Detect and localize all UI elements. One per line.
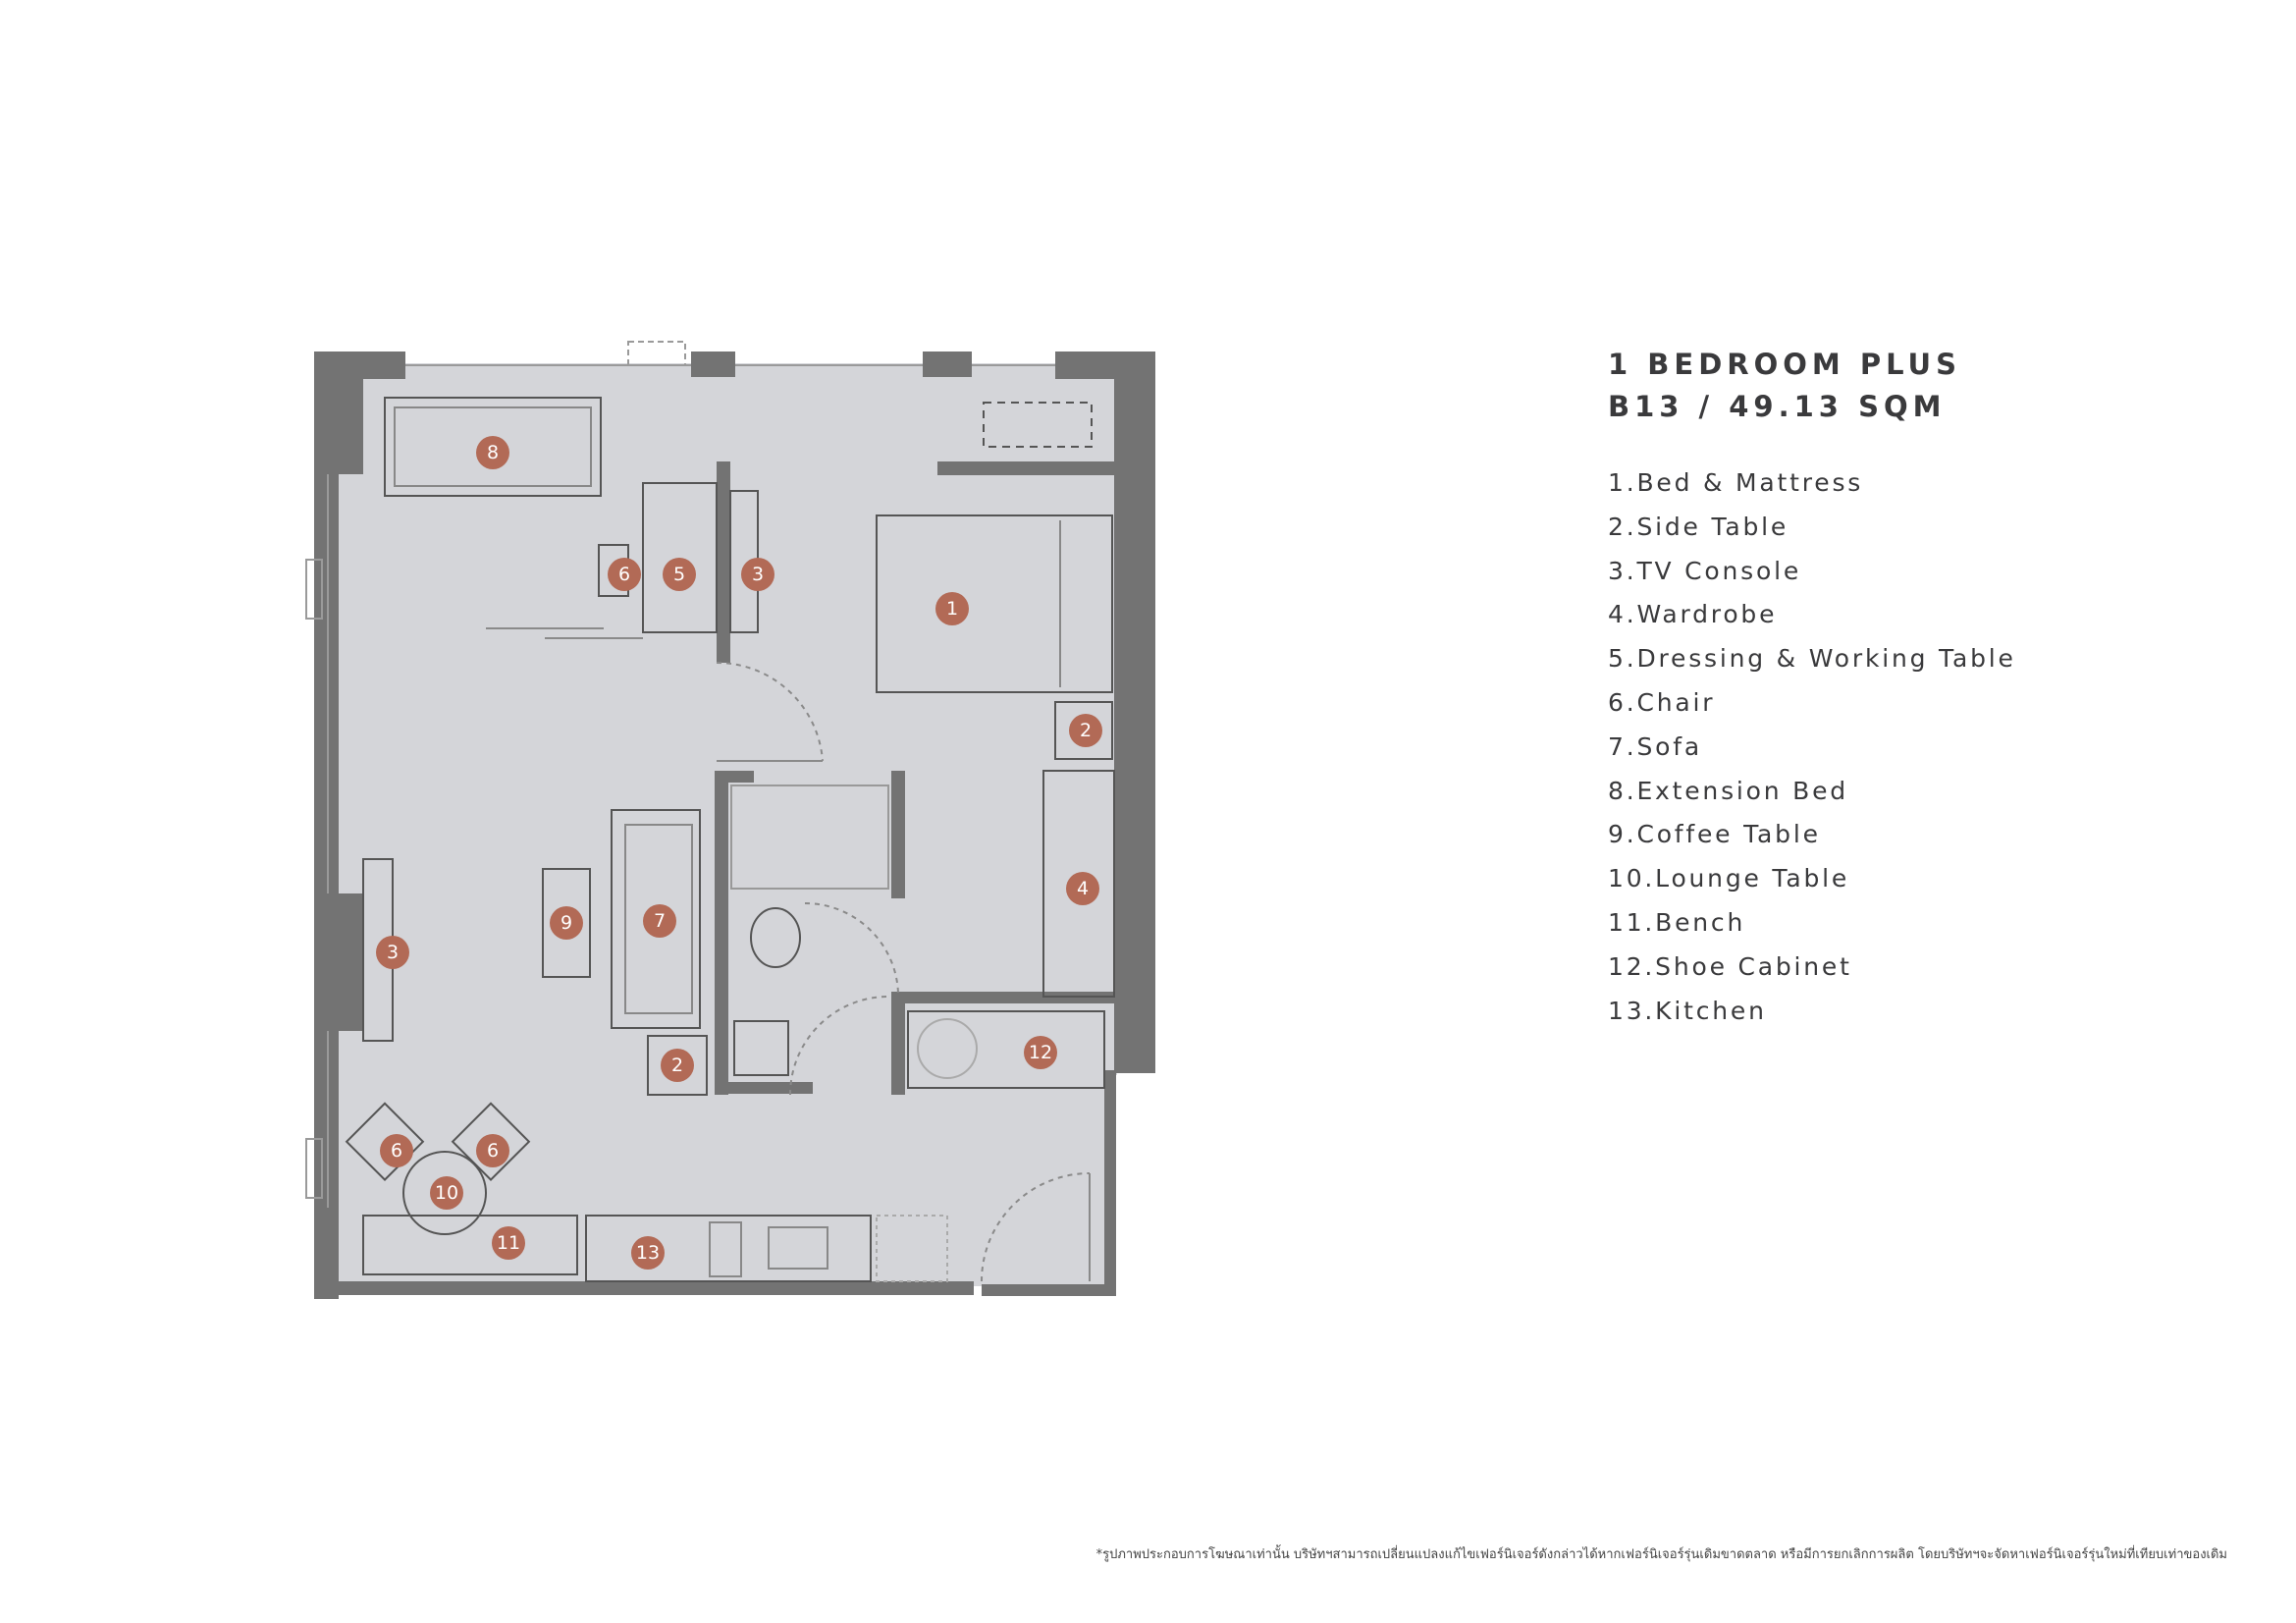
marker-badge bbox=[935, 592, 969, 625]
doors bbox=[486, 627, 1091, 1282]
legend-item: 2.Side Table bbox=[1608, 512, 1789, 541]
marker-badge bbox=[430, 1176, 463, 1210]
lounge-table bbox=[402, 1151, 487, 1235]
bed bbox=[876, 514, 1113, 693]
marker-label: 2 bbox=[1080, 720, 1092, 741]
marker-label: 6 bbox=[391, 1140, 402, 1162]
legend-item: 12.Shoe Cabinet bbox=[1608, 951, 1852, 981]
legend-item: 6.Chair bbox=[1608, 687, 1716, 717]
side-table-sofa bbox=[647, 1035, 708, 1096]
marker-label: 10 bbox=[435, 1182, 458, 1204]
marker-label: 9 bbox=[561, 912, 572, 934]
sofa bbox=[611, 809, 701, 1029]
marker-badge bbox=[643, 904, 676, 938]
marker-badge bbox=[1024, 1036, 1057, 1069]
marker-badge bbox=[741, 558, 774, 591]
dressing-table bbox=[642, 482, 718, 633]
marker-label: 3 bbox=[387, 942, 399, 963]
bench bbox=[362, 1215, 578, 1275]
footnote: *รูปภาพประกอบการโฆษณาเท่านั้น บริษัทฯสาม… bbox=[1095, 1547, 2227, 1562]
furniture bbox=[345, 397, 1115, 1282]
marker-badge bbox=[476, 436, 509, 469]
title-block: 1 BEDROOM PLUS B13 / 49.13 SQM bbox=[1608, 344, 1961, 428]
unit-code-area: B13 / 49.13 SQM bbox=[1608, 390, 1947, 423]
marker-badge bbox=[492, 1226, 525, 1260]
marker-label: 4 bbox=[1077, 878, 1089, 899]
toilet bbox=[750, 907, 801, 968]
legend: 1.Bed & Mattress 2.Side Table 3.TV Conso… bbox=[1608, 461, 2016, 1033]
kitchen-counter bbox=[585, 1215, 872, 1282]
marker-label: 1 bbox=[946, 598, 958, 620]
marker-label: 5 bbox=[673, 564, 685, 585]
marker-badge bbox=[550, 906, 583, 940]
exterior-walls bbox=[314, 352, 1155, 1299]
chair-lounge-2 bbox=[451, 1102, 531, 1182]
legend-item: 9.Coffee Table bbox=[1608, 820, 1821, 849]
legend-item: 13.Kitchen bbox=[1608, 996, 1767, 1025]
legend-item: 10.Lounge Table bbox=[1608, 864, 1850, 893]
legend-item: 5.Dressing & Working Table bbox=[1608, 644, 2016, 674]
marker-badge bbox=[376, 936, 409, 969]
legend-item: 3.TV Console bbox=[1608, 556, 1802, 585]
marker-label: 6 bbox=[487, 1140, 499, 1162]
interior-walls bbox=[715, 461, 1114, 1095]
marker-badge bbox=[476, 1134, 509, 1167]
legend-item: 7.Sofa bbox=[1608, 731, 1702, 761]
marker-label: 7 bbox=[654, 910, 666, 932]
legend-item: 11.Bench bbox=[1608, 907, 1746, 937]
marker-badge bbox=[380, 1134, 413, 1167]
marker-label: 3 bbox=[752, 564, 764, 585]
legend-item: 8.Extension Bed bbox=[1608, 776, 1848, 805]
side-table-bed bbox=[1054, 701, 1113, 760]
marker-label: 11 bbox=[497, 1232, 520, 1254]
legend-item: 1.Bed & Mattress bbox=[1608, 468, 1864, 497]
extension-bed bbox=[384, 397, 602, 497]
marker-badge bbox=[661, 1049, 694, 1082]
marker-badge bbox=[608, 558, 641, 591]
marker-badge bbox=[1069, 714, 1102, 747]
marker-badge bbox=[1066, 872, 1099, 905]
shoe-cabinet bbox=[907, 1010, 1105, 1089]
marker-label: 6 bbox=[618, 564, 630, 585]
windows bbox=[305, 341, 1055, 1208]
marker-label: 2 bbox=[671, 1055, 683, 1076]
wardrobe bbox=[1042, 770, 1115, 998]
coffee-table bbox=[542, 868, 591, 978]
marker-label: 13 bbox=[636, 1242, 660, 1264]
marker-badge bbox=[631, 1236, 665, 1270]
marker-label: 12 bbox=[1029, 1042, 1052, 1063]
marker-badge bbox=[663, 558, 696, 591]
unit-type: 1 BEDROOM PLUS bbox=[1608, 348, 1961, 381]
marker-label: 8 bbox=[487, 442, 499, 463]
legend-item: 4.Wardrobe bbox=[1608, 600, 1778, 629]
